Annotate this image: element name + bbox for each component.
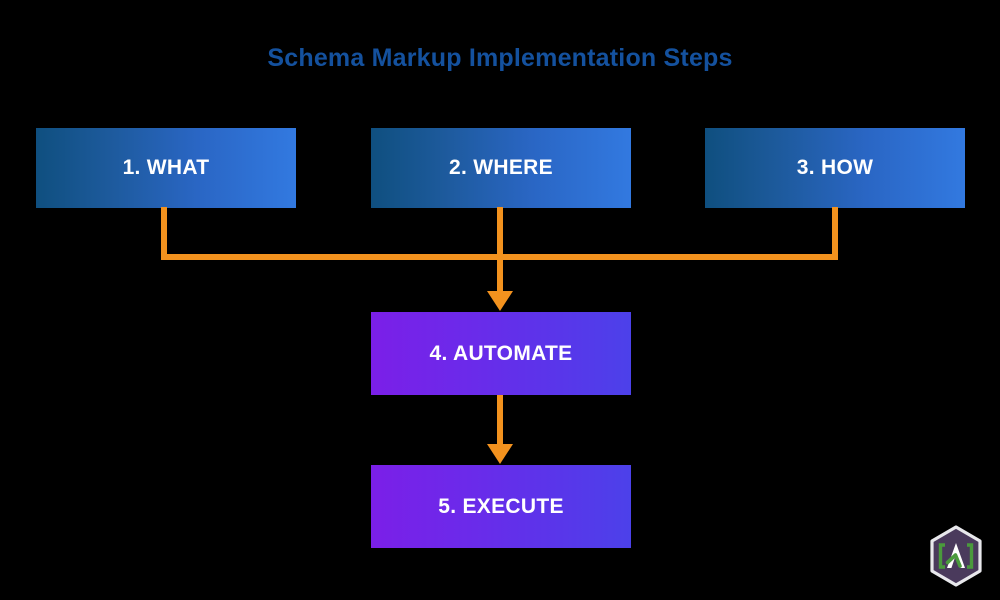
connector-where-drop xyxy=(497,207,503,260)
flow-node-how-label: 3. HOW xyxy=(796,156,874,179)
flow-node-how[interactable]: 3. HOW xyxy=(705,128,965,208)
arrowhead-to-execute-icon xyxy=(487,444,513,464)
flow-node-where-label: 2. WHERE xyxy=(449,156,553,179)
connector-bus-to-automate xyxy=(497,254,503,292)
flow-node-execute[interactable]: 5. EXECUTE xyxy=(371,465,631,548)
arrowhead-to-automate-icon xyxy=(487,291,513,311)
page-title: Schema Markup Implementation Steps xyxy=(267,44,733,72)
flow-node-what[interactable]: 1. WHAT xyxy=(36,128,296,208)
connector-what-drop xyxy=(161,207,167,260)
flow-node-automate[interactable]: 4. AUTOMATE xyxy=(371,312,631,395)
flow-node-what-label: 1. WHAT xyxy=(122,156,210,179)
connector-how-drop xyxy=(832,207,838,260)
connector-automate-to-execute xyxy=(497,395,503,445)
bracket-a-logo-icon xyxy=(930,525,982,587)
flow-node-execute-label: 5. EXECUTE xyxy=(438,494,564,518)
flow-node-automate-label: 4. AUTOMATE xyxy=(429,341,573,365)
flow-node-where[interactable]: 2. WHERE xyxy=(371,128,631,208)
